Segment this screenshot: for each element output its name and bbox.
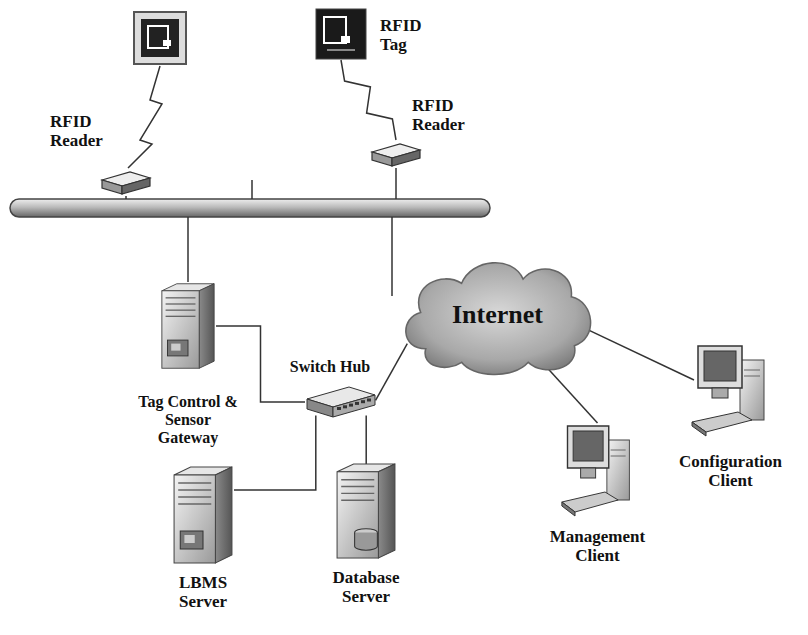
network-node: Configuration Client <box>668 340 793 491</box>
network-cable <box>549 370 598 423</box>
network-node: Internet <box>395 250 600 380</box>
network-cable <box>234 416 316 490</box>
server-icon <box>172 465 234 565</box>
rfid-tag-icon <box>134 12 186 64</box>
node-label: Tag Control & Sensor Gateway <box>138 393 238 447</box>
network-node: RFID Reader <box>370 96 482 168</box>
network-bus <box>10 199 490 217</box>
network-cable <box>365 416 367 464</box>
pc-icon <box>690 340 770 440</box>
network-node: RFID Tag <box>315 8 440 60</box>
bus-drop <box>125 196 127 199</box>
network-cable <box>590 331 694 380</box>
node-label: Internet <box>395 300 600 329</box>
network-node: RFID Reader <box>50 112 152 196</box>
wireless-signal <box>128 66 162 168</box>
pc-icon <box>560 420 635 520</box>
server-icon <box>160 282 216 370</box>
node-label: Switch Hub <box>275 358 385 376</box>
reader-icon <box>370 140 422 168</box>
bus-drop <box>395 168 397 199</box>
reader-icon <box>100 168 152 196</box>
bus-drop <box>391 217 393 296</box>
wireless-link <box>341 60 396 140</box>
node-label: Management Client <box>535 527 660 565</box>
network-node: Switch Hub <box>275 358 385 419</box>
hub-icon <box>305 385 377 419</box>
db-icon <box>335 462 397 560</box>
node-label: RFID Tag <box>380 16 440 54</box>
network-node: Management Client <box>535 420 660 566</box>
network-node: LBMS Server <box>168 465 238 612</box>
bus-drop <box>251 180 253 199</box>
network-node: Tag Control & Sensor Gateway <box>138 282 238 447</box>
node-label: RFID Reader <box>50 112 120 150</box>
node-label: Configuration Client <box>668 452 793 490</box>
node-label: RFID Reader <box>412 96 482 134</box>
node-label: LBMS Server <box>168 573 238 611</box>
network-node: Database Server <box>326 462 406 607</box>
node-label: Database Server <box>326 568 406 606</box>
bus-drop <box>187 217 189 282</box>
tag-icon <box>315 8 367 60</box>
network-cable <box>376 344 408 401</box>
